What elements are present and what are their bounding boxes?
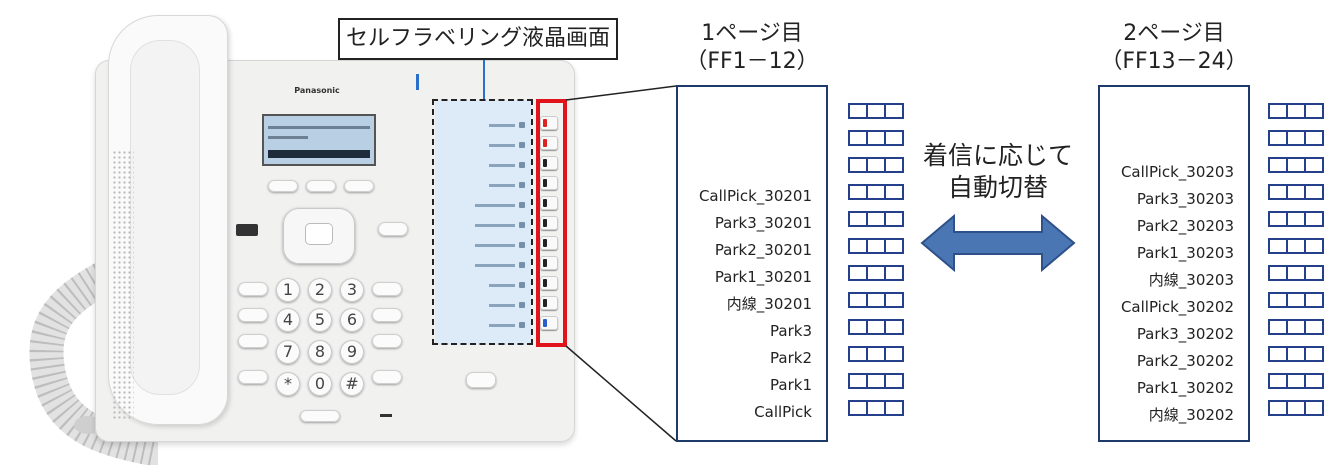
page2-range: （FF13－24） <box>1100 49 1248 74</box>
cancel-button[interactable] <box>378 222 408 236</box>
page2-label: Park2_30203 <box>1136 217 1234 235</box>
soft-key-3[interactable] <box>344 180 374 192</box>
volume-key[interactable] <box>300 410 340 422</box>
enter-button[interactable] <box>305 223 333 245</box>
flex-key[interactable] <box>848 400 904 416</box>
page1-panel: CallPick_30201 Park3_30201 Park2_30201 P… <box>676 85 828 442</box>
soft-key-2[interactable] <box>306 180 336 192</box>
mute-button[interactable] <box>372 308 402 322</box>
flex-key[interactable] <box>1268 292 1324 308</box>
flex-key[interactable] <box>848 184 904 200</box>
self-labeling-lcd <box>435 100 531 345</box>
flex-key[interactable] <box>848 373 904 389</box>
page2-label: CallPick_30203 <box>1120 163 1234 181</box>
dial-key-2[interactable]: 2 <box>308 278 332 302</box>
page2-label: 内線_30202 <box>1148 406 1234 424</box>
page1-label: 内線_30201 <box>726 295 812 313</box>
speaker-button[interactable] <box>372 370 402 384</box>
headset-icon <box>236 224 258 236</box>
hold-button[interactable] <box>238 282 268 296</box>
flex-key[interactable] <box>1268 211 1324 227</box>
page2-label: Park1_30203 <box>1136 244 1234 262</box>
dial-key-7[interactable]: 7 <box>276 340 300 364</box>
flex-key[interactable] <box>1268 373 1324 389</box>
conference-button[interactable] <box>372 334 402 348</box>
flex-key[interactable] <box>1268 103 1324 119</box>
flex-key[interactable] <box>848 211 904 227</box>
dial-key-8[interactable]: 8 <box>308 340 332 364</box>
page1-label: Park1 <box>770 376 812 394</box>
flexible-buttons-highlight <box>536 99 567 347</box>
flex-key[interactable] <box>848 265 904 281</box>
flex-key[interactable] <box>1268 319 1324 335</box>
dial-key-6[interactable]: 6 <box>340 308 364 332</box>
flex-key[interactable] <box>848 238 904 254</box>
page2-label: CallPick_30202 <box>1120 298 1234 316</box>
flex-key[interactable] <box>1268 346 1324 362</box>
switch-caption-line1: 着信に応じて <box>922 141 1073 170</box>
page1-range: （FF1－12） <box>685 49 819 74</box>
message-indicator <box>416 74 419 90</box>
microphone <box>380 414 392 417</box>
switch-caption-line2: 自動切替 <box>947 173 1048 202</box>
flex-key[interactable] <box>848 319 904 335</box>
flex-key[interactable] <box>1268 130 1324 146</box>
flex-key[interactable] <box>1268 400 1324 416</box>
lcd-highlight-dashed <box>432 99 533 345</box>
speaker-grille <box>112 150 134 420</box>
redial-button[interactable] <box>238 334 268 348</box>
dial-key-1[interactable]: 1 <box>276 278 300 302</box>
flex-key[interactable] <box>848 346 904 362</box>
page2-label: Park2_30202 <box>1136 352 1234 370</box>
flex-key[interactable] <box>848 292 904 308</box>
dial-key-star[interactable]: * <box>276 372 300 396</box>
page1-label: Park3 <box>770 322 812 340</box>
message-button[interactable] <box>372 282 402 296</box>
dial-key-9[interactable]: 9 <box>340 340 364 364</box>
dial-key-5[interactable]: 5 <box>308 308 332 332</box>
flex-key[interactable] <box>1268 265 1324 281</box>
flex-key[interactable] <box>848 130 904 146</box>
flex-key[interactable] <box>848 157 904 173</box>
page2-key-column <box>1268 0 1328 465</box>
dial-key-hash[interactable]: # <box>340 372 364 396</box>
dial-key-0[interactable]: 0 <box>308 372 332 396</box>
flex-key[interactable] <box>1268 157 1324 173</box>
page2-label: Park3_30202 <box>1136 325 1234 343</box>
page1-label: Park2_30201 <box>714 241 812 259</box>
bidirectional-arrow-icon <box>920 213 1076 273</box>
headset-button[interactable] <box>238 370 268 384</box>
page1-label: CallPick <box>754 403 812 421</box>
page2-label: Park1_30202 <box>1136 379 1234 397</box>
lcd-callout-label: セルフラベリング液晶画面 <box>338 18 618 60</box>
page1-label: Park1_30201 <box>714 268 812 286</box>
brand-logo: Panasonic <box>294 86 340 95</box>
page2-label: 内線_30203 <box>1148 271 1234 289</box>
dial-key-3[interactable]: 3 <box>340 278 364 302</box>
page1-label: Park3_30201 <box>714 214 812 232</box>
flex-key[interactable] <box>1268 184 1324 200</box>
page-button[interactable] <box>466 372 496 388</box>
page1-key-column <box>848 0 908 465</box>
main-lcd <box>262 114 376 166</box>
soft-key-1[interactable] <box>268 180 298 192</box>
page1-label: Park2 <box>770 349 812 367</box>
dial-key-4[interactable]: 4 <box>276 308 300 332</box>
flex-key[interactable] <box>1268 238 1324 254</box>
transfer-button[interactable] <box>238 308 268 322</box>
desk-phone: Panasonic 1 2 3 4 5 6 7 8 9 * 0 # <box>0 0 600 465</box>
flex-key[interactable] <box>848 103 904 119</box>
page1-title: 1ページ目 <box>701 21 803 46</box>
page2-panel: CallPick_30203 Park3_30203 Park2_30203 P… <box>1098 85 1250 442</box>
page2-label: Park3_30203 <box>1136 190 1234 208</box>
page1-label: CallPick_30201 <box>698 187 812 205</box>
page2-title: 2ページ目 <box>1123 21 1225 46</box>
